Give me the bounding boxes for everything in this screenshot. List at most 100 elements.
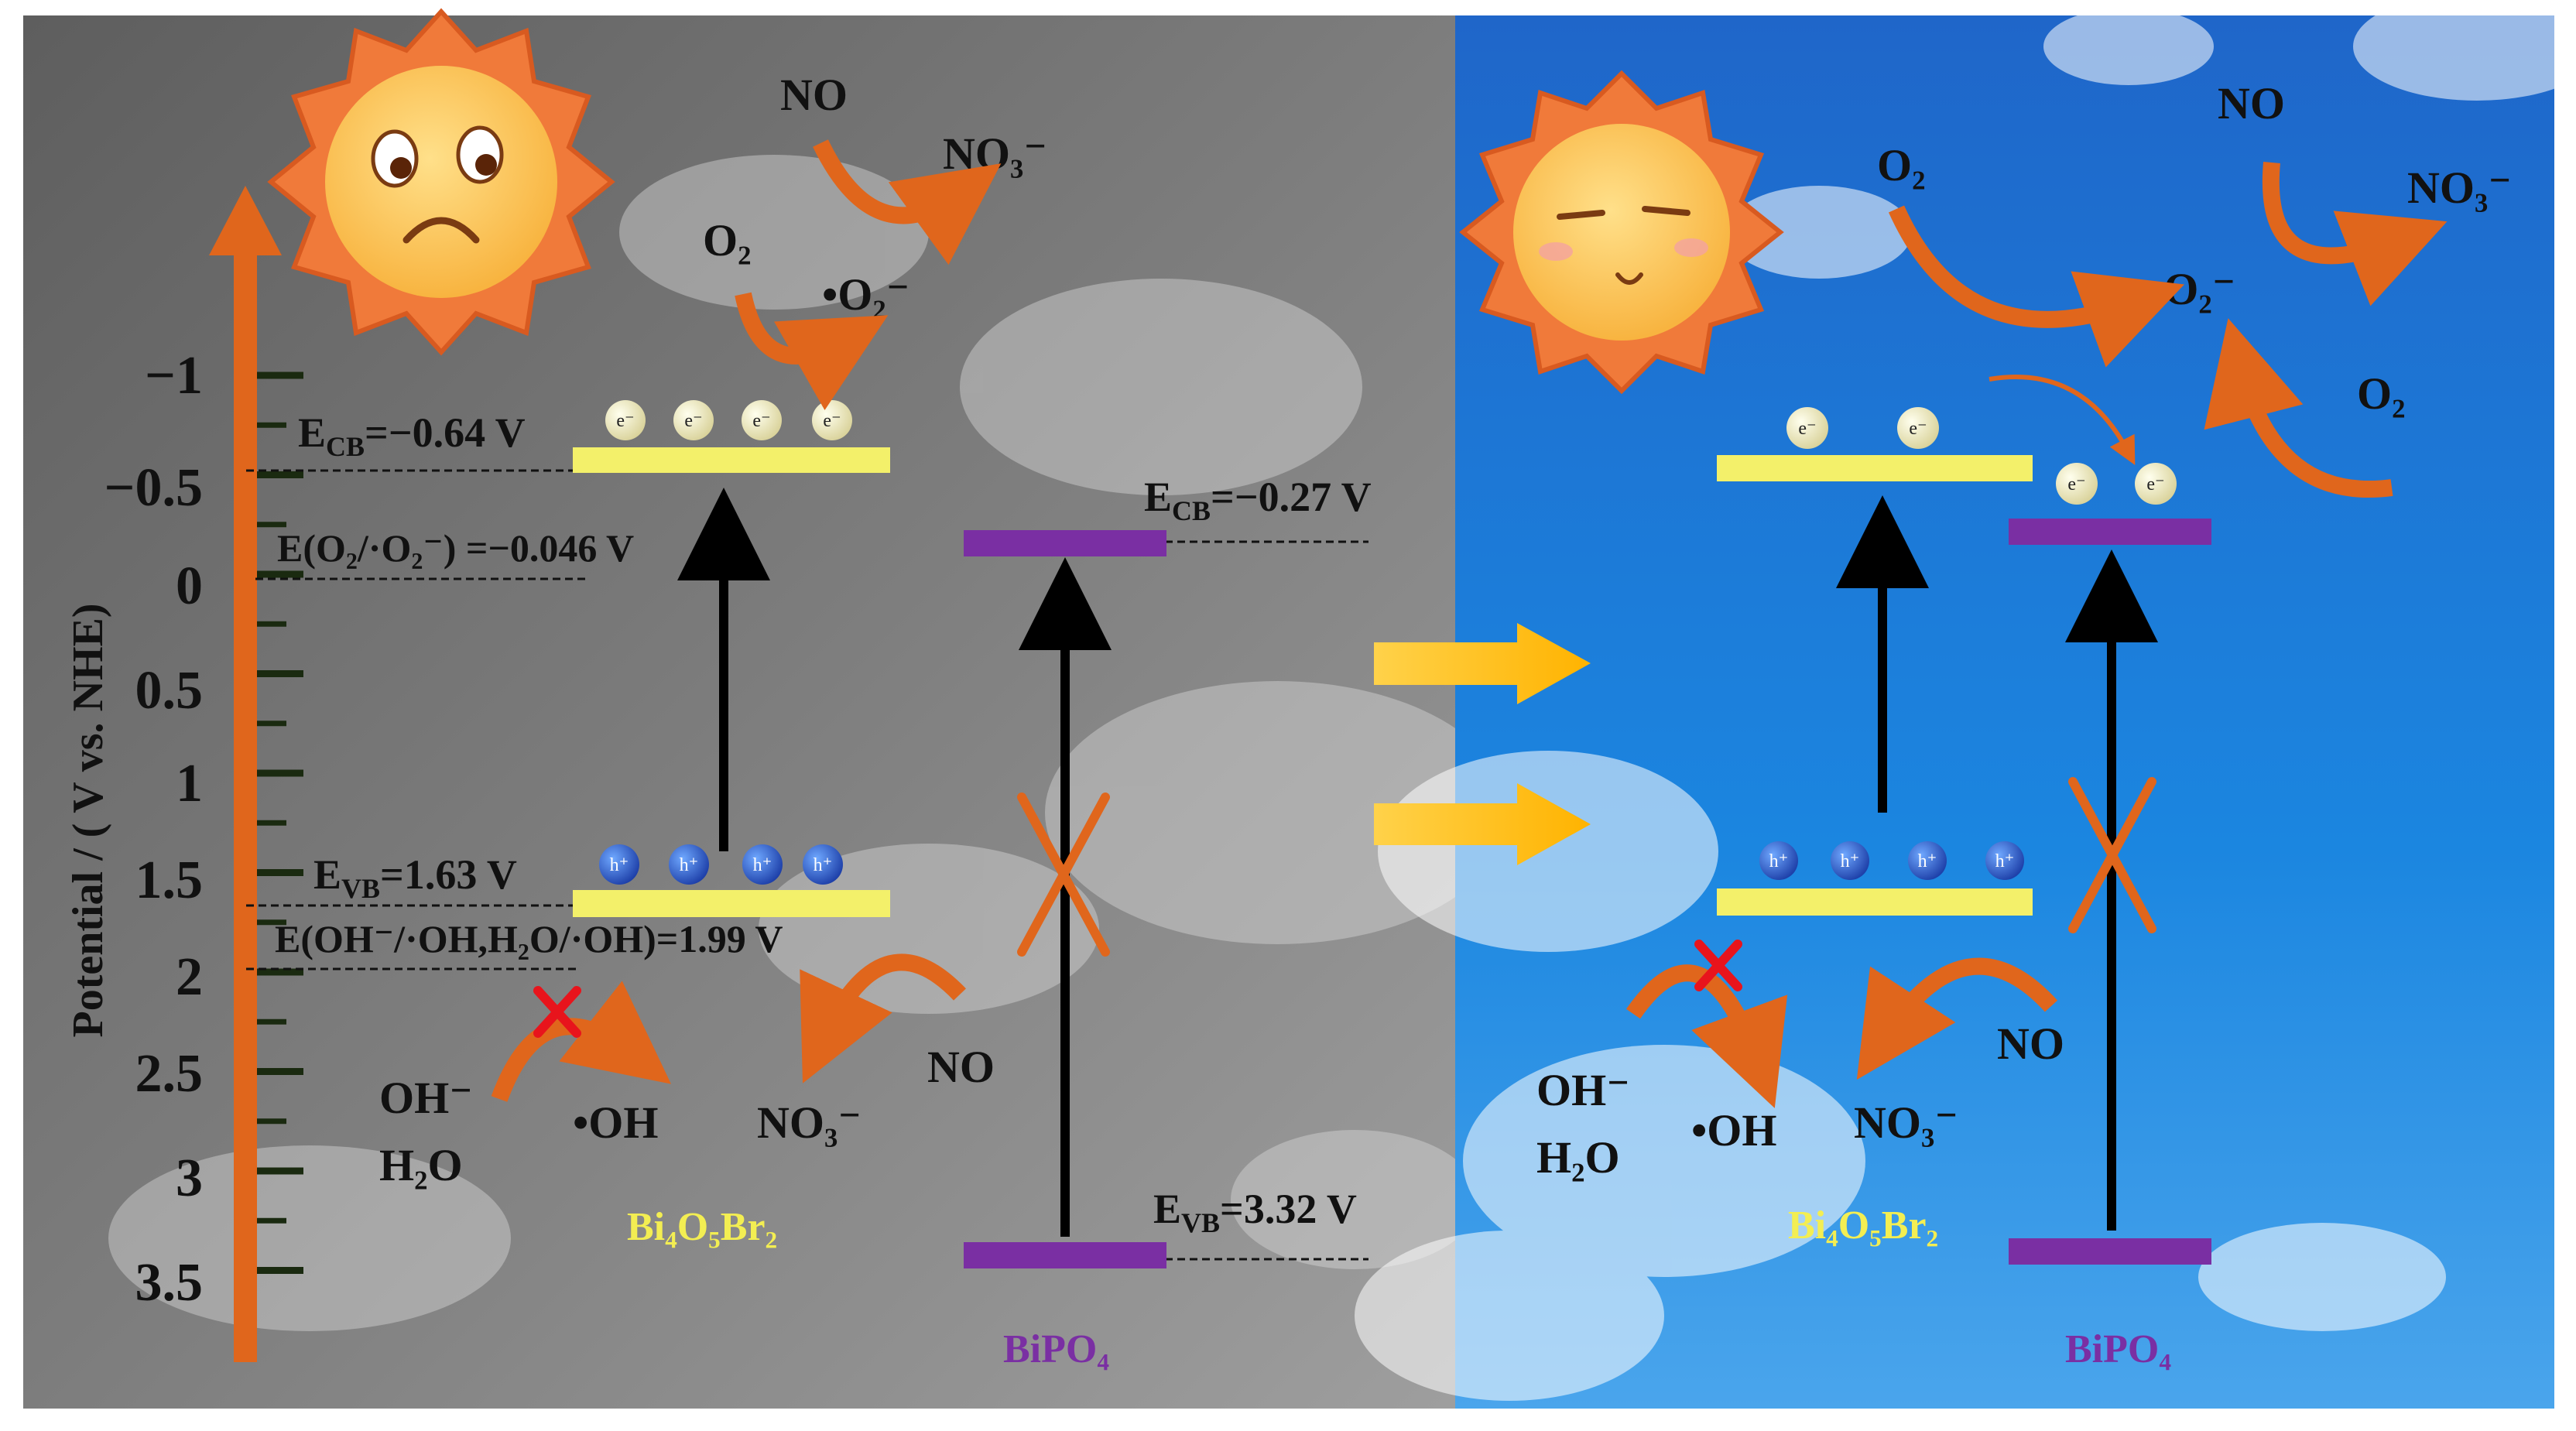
bipo4-cb-label: ECB=−0.27 V [1144,474,1372,526]
electron-ball [1897,407,1939,449]
o2-reduction-arrow-right-right [2204,318,2393,498]
hole-ball [1908,841,1947,880]
no-label-top-right: NO [2218,78,2285,128]
hole-label: h⁺ [1918,851,1937,871]
hole-label: h⁺ [753,855,772,875]
transition-arrow-lower [1374,783,1591,865]
reference-lines [246,469,1368,1261]
no3-label-top-left: NO₃⁻ [943,128,1047,179]
o2-label-right-right: O₂ [2357,368,2406,419]
electron-ball [2056,463,2098,505]
electron-label: e⁻ [2146,474,2164,495]
no-oxidation-arrow-bottom-left [800,953,966,1084]
axis-tick-label-8: 3 [176,1149,203,1208]
happy-sun-icon [1459,70,1784,395]
no-label-bottom-left: NO [927,1042,995,1092]
superoxide-label-right: •O₂⁻ [2148,264,2235,314]
bipo4-cb-band-right [2009,519,2211,545]
oh-radical-label-left: •OH [573,1097,659,1148]
oh-minus-label-right: OH⁻ [1536,1065,1630,1115]
cb-level-label-left: ECB=−0.64 V [298,409,526,462]
hole-label: h⁺ [680,855,699,875]
hole-ball [669,844,709,885]
axis-ticks [257,371,303,1274]
no3-label-top-right: NO₃⁻ [2407,163,2512,213]
bi4o5br2-vb-band-right [1717,888,2033,916]
bipo4-vb-band-left [964,1242,1166,1268]
hole-label: h⁺ [1841,851,1860,871]
axis-tick-label-2: 0 [176,556,203,616]
electron-label: e⁻ [684,411,702,431]
h2o-label-left: H₂O [379,1140,463,1190]
electron-ball [673,400,714,440]
electron-ball [1786,407,1828,449]
oh-oxidation-arrow-right [1625,964,1788,1108]
o2-reduction-arrow-left [735,292,889,411]
bi4o5br2-label-right: Bi₄O₅Br₂ [1788,1203,1938,1248]
axis-tick-label-6: 2 [176,947,203,1007]
hole-ball [1985,841,2024,880]
o2-potential-label: E(O₂/·O₂⁻) =−0.046 V [277,526,634,570]
electron-label: e⁻ [1909,419,1927,439]
hole-row-right: h⁺ h⁺ h⁺ h⁺ [1759,841,2024,880]
axis-arrowhead [209,186,282,255]
axis-tick-label-5: 1.5 [135,851,204,910]
bi4o5br2-cb-band [573,447,890,473]
bipo4-label-left: BiPO₄ [1003,1327,1109,1371]
superoxide-label-left: •O₂⁻ [822,269,909,320]
axis-title: Potential / ( V vs. NHE) [64,603,112,1037]
electron-ball [605,400,646,440]
electron-label: e⁻ [2067,474,2085,495]
o2-reduction-arrow-right-left [1888,205,2185,368]
axis-tick-label-0: −1 [145,346,203,406]
hole-label: h⁺ [610,855,629,875]
electron-label: e⁻ [616,411,634,431]
bi4o5br2-vb-band [573,890,890,917]
axis-tick-label-4: 1 [176,754,203,813]
bipo4-vb-label: EVB=3.32 V [1153,1186,1357,1238]
potential-axis: −1 −0.5 0 0.5 1 1.5 2 2.5 3 3.5 Potentia… [64,186,303,1362]
axis-tick-label-1: −0.5 [104,458,203,518]
electron-transfer-arrow [1989,375,2136,465]
no-oxidation-arrow-top-right [2262,162,2448,306]
h2o-label-right: H₂O [1536,1132,1620,1183]
electron-row-left: e⁻ e⁻ e⁻ e⁻ [605,400,852,440]
electron-ball [2135,463,2177,505]
hole-ball [742,844,783,885]
hole-ball [803,844,843,885]
blocked-cross-right [2068,777,2156,933]
sad-sun-icon [267,8,615,356]
o2-label-right-left: O₂ [1877,140,1926,190]
electron-label: e⁻ [752,411,770,431]
no-oxidation-arrow-top-left [813,139,1002,265]
oh-potential-label: E(OH⁻/·OH,H₂O/·OH)=1.99 V [275,917,783,960]
oh-minus-label-left: OH⁻ [379,1073,473,1123]
bipo4-label-right: BiPO₄ [2065,1327,2171,1371]
axis-tick-label-9: 3.5 [135,1253,204,1313]
white-clouds [1355,0,2576,1401]
oh-radical-label-right: •OH [1691,1105,1777,1155]
axis-tick-label-3: 0.5 [135,661,204,721]
hole-label: h⁺ [814,855,833,875]
electron-label: e⁻ [823,411,841,431]
axis-bar [234,248,257,1362]
bi4o5br2-cb-band-right [1717,455,2033,481]
blocked-x-icon-right [1694,940,1742,991]
oh-oxidation-arrow-left [491,981,671,1102]
no3-label-bottom-right: NO₃⁻ [1854,1097,1958,1148]
bipo4-cb-band-left [964,530,1166,556]
no-oxidation-arrow-bottom-right [1856,957,2058,1080]
no-label-top-left: NO [780,70,848,120]
no-label-bottom-right: NO [1997,1018,2064,1069]
hole-label: h⁺ [1995,851,2015,871]
electron-label: e⁻ [1798,419,1816,439]
no3-label-bottom-left: NO₃⁻ [757,1097,862,1148]
transition-arrow-upper [1374,623,1591,704]
bi4o5br2-label-left: Bi₄O₅Br₂ [627,1205,777,1249]
hole-label: h⁺ [1769,851,1789,871]
electron-ball [742,400,782,440]
hole-ball [1759,841,1798,880]
blocked-cross-left [1017,793,1110,957]
bipo4-vb-band-right [2009,1238,2211,1265]
